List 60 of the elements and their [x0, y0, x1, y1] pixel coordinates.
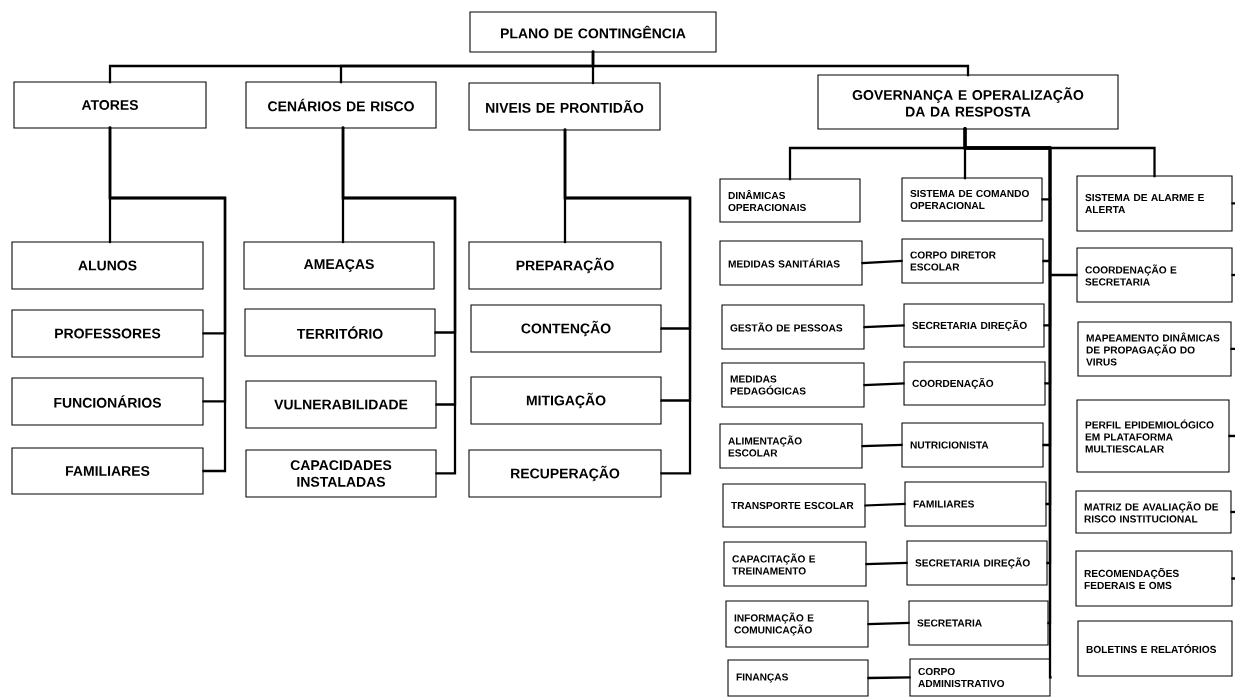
org-box: CENÁRIOS DE RISCO	[245, 81, 437, 129]
org-box: MITIGAÇÃO	[470, 376, 662, 425]
org-box: SISTEMA DE ALARME E ALERTA	[1076, 175, 1233, 232]
org-box: MATRIZ DE AVALIAÇÃO DE RISCO INSTITUCIONAL	[1075, 490, 1232, 534]
org-box: COORDENAÇÃO E SECRETARIA	[1076, 247, 1233, 303]
connector-line	[563, 128, 692, 475]
org-box: SECRETARIA	[908, 600, 1049, 646]
org-box: BOLETINS E RELATÓRIOS	[1077, 620, 1233, 677]
org-box: RECOMENDAÇÕES FEDERAIS E OMS	[1075, 550, 1233, 607]
org-box: MEDIDAS PEDAGÓGICAS	[721, 362, 865, 408]
org-box: TRANSPORTE ESCOLAR	[722, 483, 866, 528]
connector-line	[591, 50, 970, 77]
connector-line	[341, 126, 457, 475]
connector-line	[108, 126, 227, 473]
connector-line	[1228, 434, 1235, 438]
org-box: RECUPERAÇÃO	[468, 449, 662, 498]
connector-line	[861, 443, 903, 448]
org-box: NIVEIS DE PRONTIDÃO	[468, 82, 661, 131]
connector-line	[1231, 202, 1235, 205]
org-box: TERRITÓRIO	[244, 308, 436, 357]
org-box: ALIMENTAÇÃO ESCOLAR	[719, 423, 863, 469]
org-box: GOVERNANÇA E OPERALIZAÇÃO DA DA RESPOSTA	[817, 74, 1119, 130]
connector-line	[1230, 510, 1235, 514]
org-box: MEDIDAS SANITÁRIAS	[719, 240, 863, 286]
org-box: CAPACIDADES INSTALADAS	[245, 449, 437, 498]
org-box: CORPO ADMINISTRATIVO	[909, 658, 1051, 697]
org-box: CORPO DIRETOR ESCOLAR	[901, 238, 1044, 284]
connector-line	[1230, 347, 1235, 351]
connector-line	[1231, 577, 1235, 580]
org-box: FAMILIARES	[904, 481, 1047, 527]
org-box: MAPEAMENTO DINÂMICAS DE PROPAGAÇÃO DO VIRUS	[1077, 321, 1232, 377]
org-box: FINANÇAS	[727, 659, 869, 697]
org-box: PLANO DE CONTINGÊNCIA	[469, 11, 717, 53]
org-box: DINÂMICAS OPERACIONAIS	[719, 178, 861, 223]
org-box: GESTÃO DE PESSOAS	[721, 304, 865, 350]
org-box: VULNERABILIDADE	[245, 380, 437, 429]
org-box: CONTENÇÃO	[470, 304, 662, 353]
connector-line	[864, 502, 906, 507]
connector-line	[867, 621, 910, 626]
org-box: ALUNOS	[11, 241, 204, 290]
connector-line	[863, 324, 905, 329]
org-box: PROFESSORES	[11, 309, 204, 358]
connector-line	[1231, 273, 1235, 277]
connector-line	[867, 676, 911, 680]
org-box: PREPARAÇÃO	[468, 241, 662, 290]
org-box: SECRETARIA DIREÇÃO	[906, 540, 1048, 586]
org-box: PERFIL EPIDEMIOLÓGICO EM PLATAFORMA MULTIESCALAR	[1076, 399, 1230, 473]
org-box: FUNCIONÁRIOS	[11, 377, 204, 426]
org-box: SISTEMA DE COMANDO OPERACIONAL	[901, 177, 1043, 222]
connector-line	[863, 382, 905, 387]
org-box: CAPACITAÇÃO E TREINAMENTO	[723, 541, 867, 587]
org-box: FAMILIARES	[11, 447, 204, 495]
connector-line	[861, 259, 903, 265]
org-box: AMEAÇAS	[243, 241, 435, 290]
org-box: SECRETARIA DIREÇÃO	[903, 303, 1045, 348]
org-box: COORDENAÇÃO	[903, 361, 1046, 406]
org-box: NUTRICIONISTA	[901, 422, 1044, 468]
org-box: INFORMAÇÃO E COMUNICAÇÃO	[725, 600, 869, 648]
connector-line	[865, 561, 908, 566]
org-box: ATORES	[13, 81, 207, 129]
